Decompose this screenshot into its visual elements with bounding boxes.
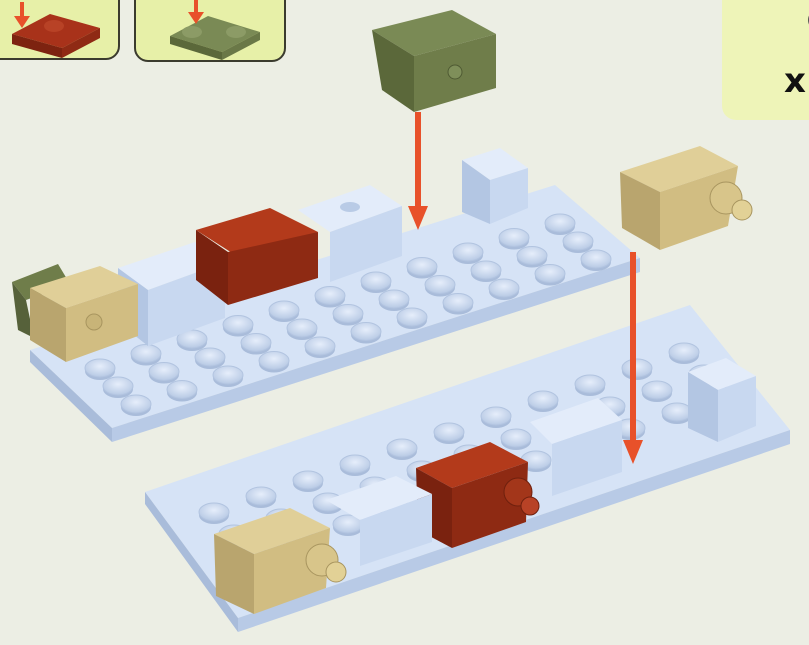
stud-icon (581, 250, 611, 268)
stud-icon (199, 503, 229, 521)
stud-icon (563, 232, 593, 250)
stud-icon (535, 265, 565, 283)
stud-icon (305, 337, 335, 355)
stud-icon (213, 366, 243, 384)
stud-icon (528, 391, 558, 409)
stud-icon (642, 381, 672, 399)
stud-icon (443, 294, 473, 312)
stud-icon (501, 429, 531, 447)
stud-icon (397, 308, 427, 326)
stud-icon (662, 403, 692, 421)
olive-green-brick-falling (372, 10, 496, 112)
stud-icon (499, 229, 529, 247)
stud-icon (103, 377, 133, 395)
stud-icon (434, 423, 464, 441)
stud-icon (387, 439, 417, 457)
stud-icon (315, 287, 345, 305)
stud-icon (517, 247, 547, 265)
stud-icon (259, 352, 289, 370)
stud-icon (241, 334, 271, 352)
stud-icon (333, 305, 363, 323)
stud-icon (669, 343, 699, 361)
stud-icon (293, 471, 323, 489)
stud-icon (195, 348, 225, 366)
stud-icon (85, 359, 115, 377)
stud-icon (246, 487, 276, 505)
stud-icon (471, 261, 501, 279)
stud-icon (167, 381, 197, 399)
stud-icon (453, 243, 483, 261)
stud-icon (379, 290, 409, 308)
stud-icon (622, 359, 652, 377)
stud-icon (481, 407, 511, 425)
tan-brick-falling (620, 146, 752, 250)
light-blue-tile-upright-lower (688, 358, 756, 442)
stud-icon (269, 301, 299, 319)
stud-icon (287, 319, 317, 337)
arrow-down-icon (408, 112, 428, 230)
stud-icon (223, 316, 253, 334)
stud-icon (340, 455, 370, 473)
stud-icon (149, 363, 179, 381)
stud-icon (545, 214, 575, 232)
stud-icon (407, 258, 437, 276)
stud-icon (425, 276, 455, 294)
stud-icon (131, 345, 161, 363)
stud-icon (351, 323, 381, 341)
stud-icon (575, 375, 605, 393)
stud-icon (489, 279, 519, 297)
stud-icon (121, 395, 151, 413)
stud-icon (361, 272, 391, 290)
